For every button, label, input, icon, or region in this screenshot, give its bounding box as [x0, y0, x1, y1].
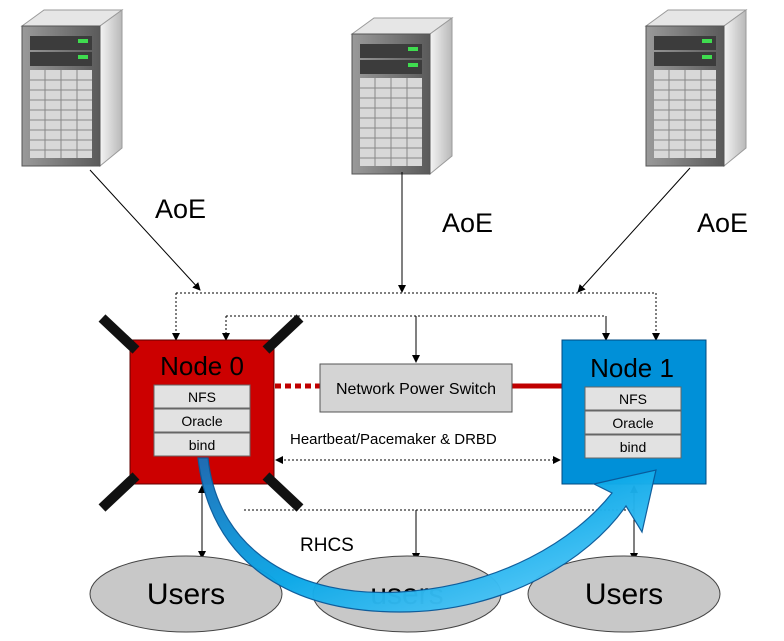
node-0-title: Node 0 — [160, 351, 244, 381]
node-1-title: Node 1 — [590, 353, 674, 383]
aoe-label-2: AoE — [442, 208, 493, 238]
server-3-icon — [645, 9, 747, 167]
node-0-service-oracle: Oracle — [181, 413, 222, 429]
heartbeat-label: Heartbeat/Pacemaker & DRBD — [290, 431, 497, 448]
aoe-label-1: AoE — [155, 194, 206, 224]
aoe-link-3 — [577, 167, 691, 293]
node-0-services: NFS Oracle bind — [153, 384, 251, 457]
failover-arrow-icon — [197, 457, 657, 613]
aoe-link-1 — [89, 169, 201, 291]
node-1-service-nfs: NFS — [619, 391, 647, 407]
power-control-lines — [222, 315, 610, 363]
users-group-1: Users — [89, 555, 283, 633]
server-2-icon — [351, 17, 453, 175]
node-1-service-bind: bind — [620, 439, 646, 455]
node-1-services: NFS Oracle bind — [584, 386, 682, 459]
power-switch-label: Network Power Switch — [336, 381, 496, 398]
storage-bus — [172, 292, 660, 341]
node-0-service-bind: bind — [189, 437, 215, 453]
users-group-3: Users — [527, 555, 721, 633]
users-label-1: Users — [147, 578, 225, 611]
server-1-icon — [21, 9, 123, 167]
node-0-failed-x-icon — [98, 314, 304, 512]
node-0-service-nfs: NFS — [188, 389, 216, 405]
users-label-3: Users — [585, 578, 663, 611]
node-1: Node 1 NFS Oracle bind — [561, 339, 707, 485]
aoe-label-3: AoE — [697, 208, 748, 238]
network-power-switch: Network Power Switch — [319, 363, 513, 413]
node-1-service-oracle: Oracle — [612, 415, 653, 431]
rhcs-label: RHCS — [300, 535, 354, 556]
